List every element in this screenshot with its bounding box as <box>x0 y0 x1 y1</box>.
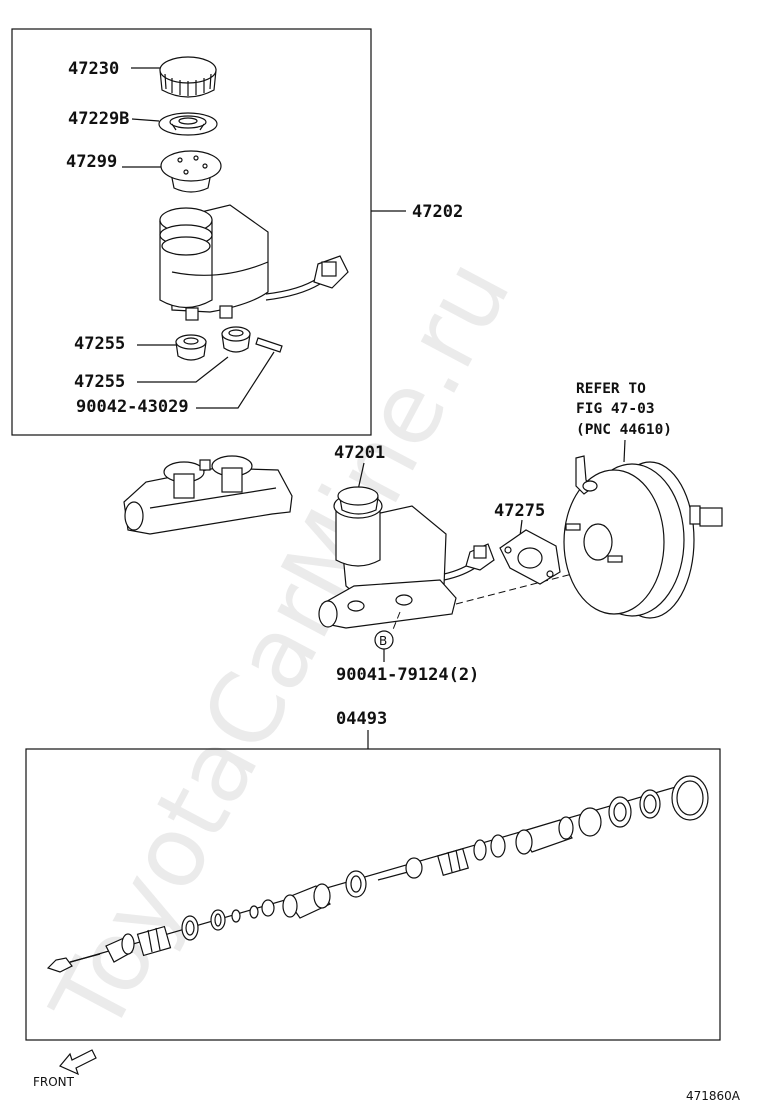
strainer[interactable] <box>158 112 218 136</box>
watermark: ToyotaCarMine.ru <box>30 242 533 1052</box>
label-47299[interactable]: 47299 <box>66 152 117 172</box>
cylinder-body-outline[interactable] <box>123 455 293 535</box>
reservoir-cap[interactable] <box>159 56 217 98</box>
booster-gasket[interactable] <box>499 529 561 585</box>
label-47255-lower[interactable]: 47255 <box>74 372 125 392</box>
front-label: FRONT <box>33 1075 75 1089</box>
label-90042-43029[interactable]: 90042-43029 <box>76 397 189 417</box>
reservoir-tank[interactable] <box>159 204 349 321</box>
pin[interactable] <box>255 337 283 353</box>
grommet-upper[interactable] <box>175 334 207 361</box>
bolt-marker-letter: B <box>379 634 387 648</box>
reservoir-assembly-frame <box>11 28 372 436</box>
label-04493[interactable]: 04493 <box>336 709 387 729</box>
label-47229b[interactable]: 47229B <box>68 109 129 129</box>
brake-booster[interactable] <box>563 455 723 619</box>
label-47202[interactable]: 47202 <box>412 202 463 222</box>
kit-parts-row[interactable] <box>46 775 709 973</box>
label-47255-upper[interactable]: 47255 <box>74 334 125 354</box>
ref-line-3: (PNC 44610) <box>576 422 672 438</box>
label-47230[interactable]: 47230 <box>68 59 119 79</box>
ref-line-2: FIG 47-03 <box>576 401 655 417</box>
figure-code: 471860A <box>686 1089 741 1103</box>
label-47201[interactable]: 47201 <box>334 443 385 463</box>
front-arrow-icon <box>59 1049 97 1076</box>
label-47275[interactable]: 47275 <box>494 501 545 521</box>
grommet-lower[interactable] <box>221 326 251 353</box>
label-90041-79124[interactable]: 90041-79124(2) <box>336 665 479 685</box>
master-cylinder-assembly[interactable] <box>318 486 495 629</box>
cap-seal[interactable] <box>160 150 222 193</box>
kit-frame <box>25 748 721 1041</box>
ref-line-1: REFER TO <box>576 381 646 397</box>
